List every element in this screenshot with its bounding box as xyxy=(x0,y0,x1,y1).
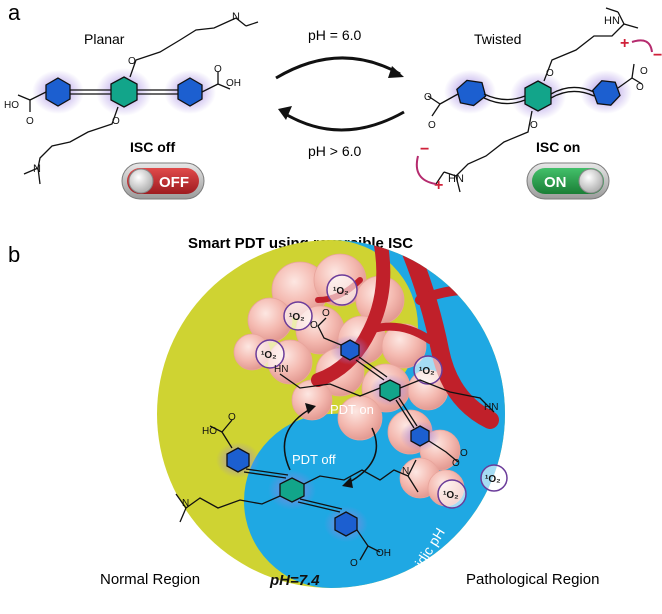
svg-text:N: N xyxy=(33,163,41,175)
svg-text:O: O xyxy=(228,412,236,423)
charge-markers: + − − + xyxy=(415,35,662,194)
svg-text:HN: HN xyxy=(484,402,498,413)
svg-text:O: O xyxy=(322,308,330,319)
pdt-switch-arrows xyxy=(283,403,377,488)
isc-off-label: ISC off xyxy=(130,139,175,155)
on-switch: ON xyxy=(526,162,610,200)
normal-atom-labels: HO O OH O N N xyxy=(182,412,409,569)
isc-on-label: ISC on xyxy=(536,139,580,155)
svg-text:O: O xyxy=(128,56,136,67)
pdt-on-label: PDT on xyxy=(330,402,374,417)
svg-text:¹O₂: ¹O₂ xyxy=(333,286,349,297)
svg-text:O: O xyxy=(640,66,648,77)
svg-text:+: + xyxy=(620,35,629,52)
svg-text:O: O xyxy=(530,120,538,131)
svg-text:¹O₂: ¹O₂ xyxy=(485,474,501,485)
off-switch: OFF xyxy=(121,162,205,200)
svg-text:¹O₂: ¹O₂ xyxy=(261,350,277,361)
svg-text:N: N xyxy=(402,466,409,477)
singlet-oxygen-bubbles xyxy=(255,274,508,509)
svg-text:N: N xyxy=(182,498,189,509)
twisted-label: Twisted xyxy=(474,31,521,47)
svg-text:O: O xyxy=(214,64,222,75)
svg-text:HO: HO xyxy=(4,100,19,111)
svg-text:HN: HN xyxy=(274,364,288,375)
svg-text:O: O xyxy=(112,116,120,127)
svg-text:−: − xyxy=(653,47,662,64)
twisted-molecule-in-tissue xyxy=(279,317,495,463)
svg-text:O: O xyxy=(460,448,468,459)
panel-a-letter: a xyxy=(8,0,21,25)
svg-text:HO: HO xyxy=(202,426,217,437)
off-switch-text: OFF xyxy=(159,174,189,191)
svg-text:O: O xyxy=(636,82,644,93)
pathological-region-label: Pathological Region xyxy=(466,571,599,588)
svg-text:¹O₂: ¹O₂ xyxy=(443,490,459,501)
equilibrium-arrows xyxy=(275,56,405,132)
svg-text:OH: OH xyxy=(226,78,241,89)
normal-region-label: Normal Region xyxy=(100,571,200,588)
svg-text:O: O xyxy=(546,68,554,79)
planar-atom-labels: HO O OH O O O N N xyxy=(4,11,241,175)
tumor-tissue xyxy=(233,240,505,507)
svg-text:N: N xyxy=(232,11,240,23)
panel-b-letter: b xyxy=(8,242,20,267)
svg-text:HN: HN xyxy=(604,15,620,27)
on-switch-text: ON xyxy=(544,174,567,191)
pdt-off-label: PDT off xyxy=(292,452,336,467)
svg-text:O: O xyxy=(26,116,34,127)
blood-vessel xyxy=(311,240,505,429)
planar-molecule xyxy=(17,17,259,185)
svg-text:¹O₂: ¹O₂ xyxy=(419,366,435,377)
svg-text:O: O xyxy=(428,120,436,131)
singlet-oxygen-labels: ¹O₂ ¹O₂ ¹O₂ ¹O₂ ¹O₂ ¹O₂ xyxy=(261,286,501,501)
svg-text:OH: OH xyxy=(376,548,391,559)
svg-text:O: O xyxy=(424,92,432,103)
planar-molecule-in-normal xyxy=(175,419,419,561)
svg-text:O: O xyxy=(310,320,318,331)
svg-text:O: O xyxy=(452,458,460,469)
planar-label: Planar xyxy=(84,31,125,47)
twisted-atom-labels: O O O O O O HN HN xyxy=(424,15,648,185)
ph-normal-label: pH=7.4 xyxy=(269,572,320,589)
ph-back-label: pH > 6.0 xyxy=(308,143,362,159)
svg-text:O: O xyxy=(350,558,358,569)
svg-text:¹O₂: ¹O₂ xyxy=(289,312,305,323)
svg-text:HN: HN xyxy=(448,173,464,185)
svg-text:+: + xyxy=(434,177,443,194)
twisted-molecule xyxy=(427,7,643,193)
svg-text:−: − xyxy=(420,141,429,158)
ph-forward-label: pH = 6.0 xyxy=(308,27,362,43)
